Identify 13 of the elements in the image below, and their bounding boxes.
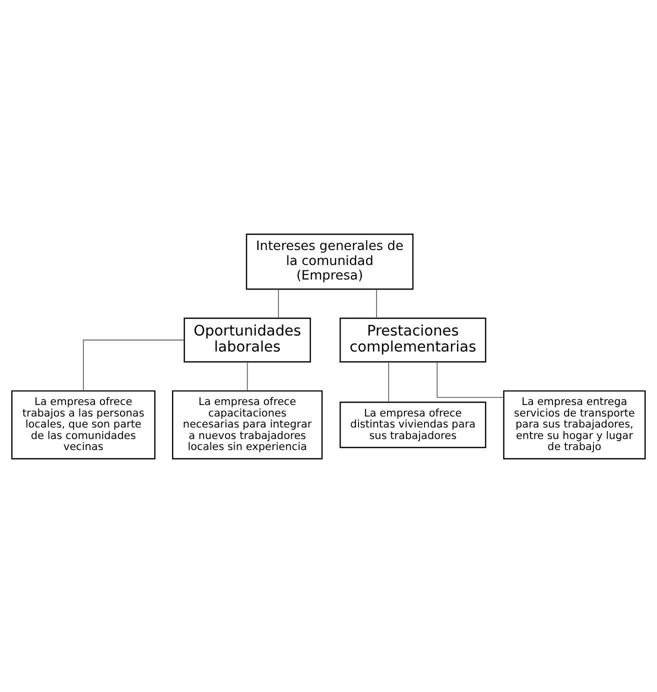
node-box: La empresa entrega servicios de transporte para sus trabajadores, entre su hogar y lugar de trabajo <box>503 390 646 459</box>
node-box: Intereses generales de la comunidad (Empresa) <box>246 233 414 290</box>
connector <box>436 361 504 398</box>
connector <box>376 288 377 318</box>
node-box: La empresa ofrece capacitaciones necesarias para integrar a nuevos trabajadores locales sin experiencia <box>172 390 323 459</box>
node-box: Prestaciones complementarias <box>340 317 486 362</box>
connector <box>246 360 248 391</box>
node-box: Oportunidades laborales <box>184 317 311 362</box>
connector <box>278 288 279 318</box>
node-box: La empresa ofrece distintas viviendas para sus trabajadores <box>340 401 486 448</box>
node-box: La empresa ofrece trabajos a las personas locales, que son parte de las comunidades vecinas <box>11 390 156 459</box>
connector <box>82 339 185 391</box>
connector <box>388 360 390 402</box>
